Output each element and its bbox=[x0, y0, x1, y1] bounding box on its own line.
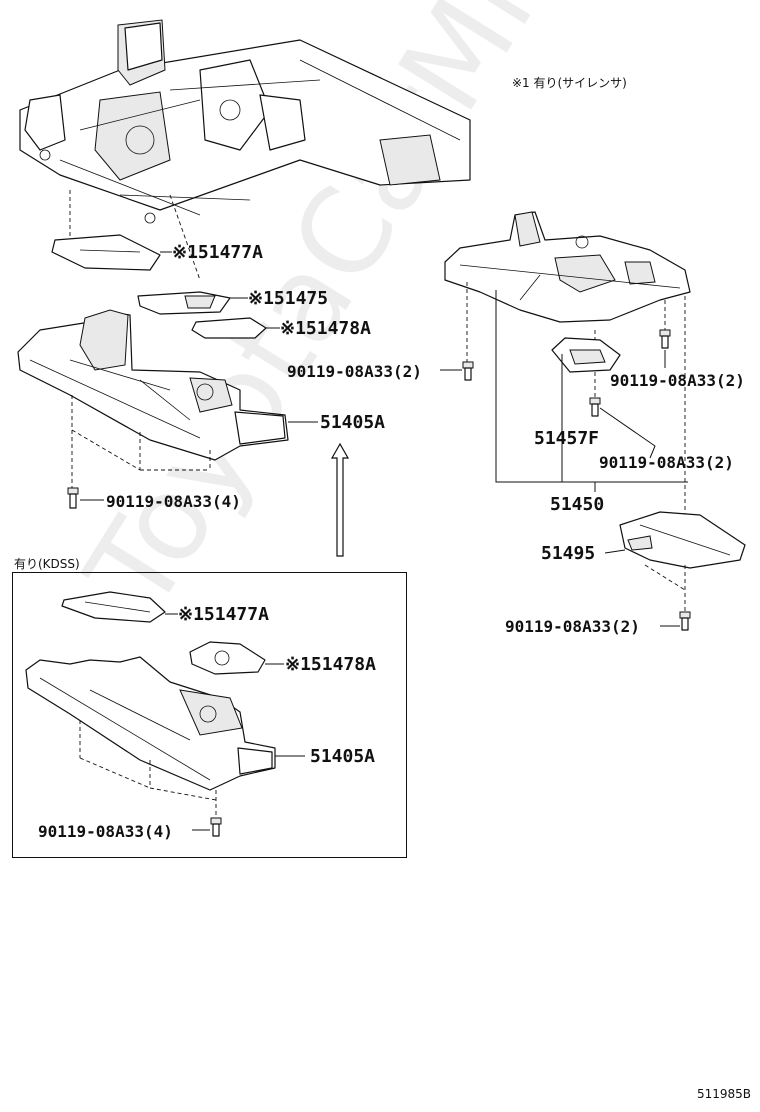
part-51457f-shape bbox=[551, 337, 621, 373]
part-51475-shape bbox=[137, 291, 231, 315]
part-label-51457f: 51457F bbox=[534, 428, 600, 449]
bolt-label-bottom-right: 90119-08A33(2) bbox=[505, 617, 640, 636]
part-51477a-box-shape bbox=[61, 591, 166, 623]
bolt-label-box: 90119-08A33(4) bbox=[38, 822, 173, 841]
part-51405a-top-shape bbox=[17, 309, 289, 461]
part-label-51405a-top: 51405A bbox=[320, 412, 386, 433]
bolt-label-right-a: 90119-08A33(2) bbox=[610, 371, 745, 390]
part-51478a-top-shape bbox=[191, 317, 267, 339]
up-arrow-icon bbox=[330, 442, 350, 557]
part-label-51450: 51450 bbox=[550, 494, 605, 515]
bolt-mid-left-shape bbox=[462, 361, 474, 381]
part-label-51405a-box: 51405A bbox=[310, 746, 376, 767]
vehicle-frame bbox=[19, 19, 471, 224]
bolt-bottom-right-shape bbox=[679, 611, 691, 631]
part-51477a-top-shape bbox=[51, 234, 161, 271]
part-label-51478a-box: ※151478A bbox=[285, 654, 376, 675]
part-label-51477a-box: ※151477A bbox=[178, 604, 269, 625]
bolt-left-top-shape bbox=[67, 487, 79, 509]
part-51495-shape bbox=[619, 511, 746, 569]
part-label-51475: ※151475 bbox=[248, 288, 329, 309]
part-51450-shape bbox=[444, 211, 691, 323]
kdss-variant-box bbox=[12, 572, 407, 858]
part-51405a-box-shape bbox=[25, 656, 276, 791]
part-51478a-box-shape bbox=[189, 641, 266, 675]
part-label-51495: 51495 bbox=[541, 543, 596, 564]
bolt-box-shape bbox=[210, 817, 222, 837]
kdss-box-label: 有り(KDSS) bbox=[14, 557, 80, 571]
part-label-51477a-top: ※151477A bbox=[172, 242, 263, 263]
part-label-51478a-top: ※151478A bbox=[280, 318, 371, 339]
bolt-label-left-top: 90119-08A33(4) bbox=[106, 492, 241, 511]
bolt-label-mid-left: 90119-08A33(2) bbox=[287, 362, 422, 381]
bolt-label-right-b: 90119-08A33(2) bbox=[599, 453, 734, 472]
bolt-right-b-shape bbox=[589, 397, 601, 417]
image-code: 511985B bbox=[697, 1087, 752, 1101]
bolt-right-a-shape bbox=[659, 329, 671, 349]
silencer-note: ※1 有り(サイレンサ) bbox=[512, 76, 627, 90]
